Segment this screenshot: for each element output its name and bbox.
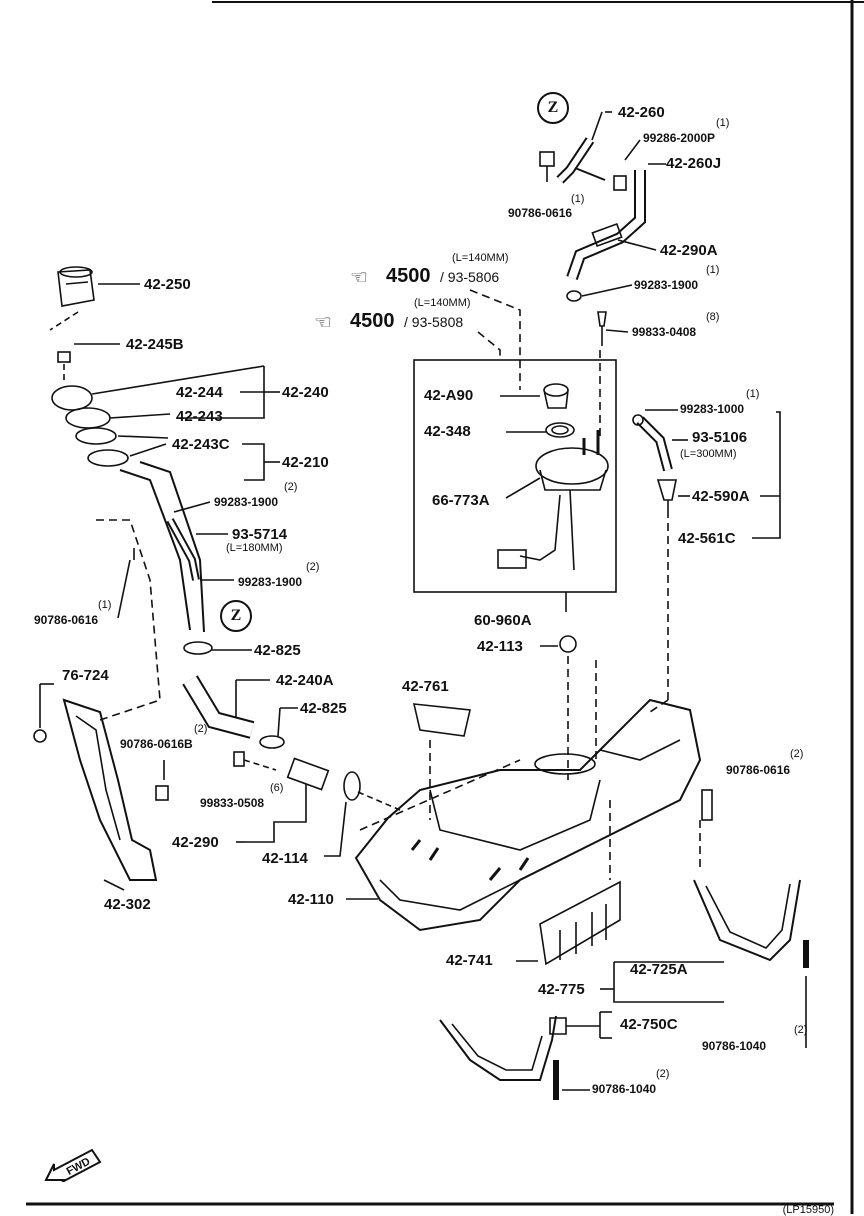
part-93-5106: 93-5106: [692, 429, 748, 446]
part-99283-1900-mid: 99283-1900: [214, 495, 279, 509]
part-93-5714: 93-5714: [232, 526, 288, 543]
qty-99283-1900-mid: (2): [284, 481, 298, 493]
part-42-260j: 42-260J: [666, 155, 722, 172]
part-42-825-b: 42-825: [300, 700, 347, 717]
length-93-5714: (L=180MM): [226, 542, 283, 554]
part-99833-0408: 99833-0408: [632, 325, 697, 339]
part-42-114: 42-114: [262, 850, 308, 867]
part-90786-0616-left: 90786-0616: [34, 613, 99, 627]
fwd-arrow-icon: FWD: [44, 1148, 102, 1182]
pointing-hand-icon: ☜: [350, 267, 368, 289]
ref-1-number: 4500: [386, 265, 431, 287]
part-42-290: 42-290: [172, 834, 219, 851]
part-42-725a: 42-725A: [630, 961, 688, 978]
part-42-250: 42-250: [144, 276, 191, 293]
qty-90786-0616-right: (2): [790, 748, 804, 760]
part-90786-0616-top: 90786-0616: [508, 206, 573, 220]
part-42-302: 42-302: [104, 896, 151, 913]
part-99283-1900-low: 99283-1900: [238, 575, 303, 589]
qty-99283-1900-low: (2): [306, 561, 320, 573]
part-42-a90: 42-A90: [424, 387, 474, 404]
qty-99286-2000p: (1): [716, 117, 730, 129]
qty-99833-0408: (8): [706, 311, 720, 323]
ref-2-part: / 93-5808: [404, 314, 464, 330]
part-42-561c: 42-561C: [678, 530, 736, 547]
part-42-348: 42-348: [424, 423, 471, 440]
part-99283-1900-top: 99283-1900: [634, 278, 699, 292]
part-76-724: 76-724: [62, 667, 109, 684]
ref-2-length-note: (L=140MM): [414, 297, 471, 309]
part-42-240a: 42-240A: [276, 672, 334, 689]
part-42-110: 42-110: [288, 891, 334, 908]
part-42-825-a: 42-825: [254, 642, 301, 659]
part-90786-0616b: 90786-0616B: [120, 737, 193, 751]
part-42-741: 42-741: [446, 952, 493, 969]
qty-90786-0616b: (2): [194, 723, 208, 735]
part-42-243: 42-243: [176, 408, 223, 425]
part-60-960a: 60-960A: [474, 612, 532, 629]
part-42-775: 42-775: [538, 981, 585, 998]
part-42-590a: 42-590A: [692, 488, 750, 505]
part-42-113: 42-113: [477, 638, 523, 655]
part-90786-1040-b: 90786-1040: [592, 1082, 657, 1096]
ref-1-part: / 93-5806: [440, 269, 500, 285]
pointing-hand-icon: ☜: [314, 312, 332, 334]
length-93-5106: (L=300MM): [680, 448, 737, 460]
part-42-260: 42-260: [618, 104, 665, 121]
ref-2-number: 4500: [350, 310, 395, 332]
part-42-210: 42-210: [282, 454, 329, 471]
qty-90786-0616-top: (1): [571, 193, 585, 205]
part-42-244: 42-244: [176, 384, 223, 401]
ref-1-length-note: (L=140MM): [452, 252, 509, 264]
part-99283-1000: 99283-1000: [680, 402, 745, 416]
section-marker-z-mid: Z: [220, 600, 252, 632]
qty-90786-0616-left: (1): [98, 599, 112, 611]
fwd-label: FWD: [65, 1156, 93, 1178]
part-90786-1040-a: 90786-1040: [702, 1039, 767, 1053]
qty-90786-1040-a: (2): [794, 1024, 808, 1036]
section-marker-z-top: Z: [537, 92, 569, 124]
part-42-750c: 42-750C: [620, 1016, 678, 1033]
part-42-243c: 42-243C: [172, 436, 230, 453]
part-99833-0508: 99833-0508: [200, 796, 265, 810]
part-42-761: 42-761: [402, 678, 449, 695]
qty-99283-1900-top: (1): [706, 264, 720, 276]
part-42-245b: 42-245B: [126, 336, 184, 353]
qty-90786-1040-b: (2): [656, 1068, 670, 1080]
part-90786-0616-right: 90786-0616: [726, 763, 791, 777]
qty-99283-1000: (1): [746, 388, 760, 400]
part-66-773a: 66-773A: [432, 492, 490, 509]
part-42-240: 42-240: [282, 384, 329, 401]
part-42-290a: 42-290A: [660, 242, 718, 259]
figure-code: (LP15950): [782, 1204, 834, 1216]
qty-99833-0508: (6): [270, 782, 284, 794]
part-99286-2000p: 99286-2000P: [643, 131, 716, 145]
